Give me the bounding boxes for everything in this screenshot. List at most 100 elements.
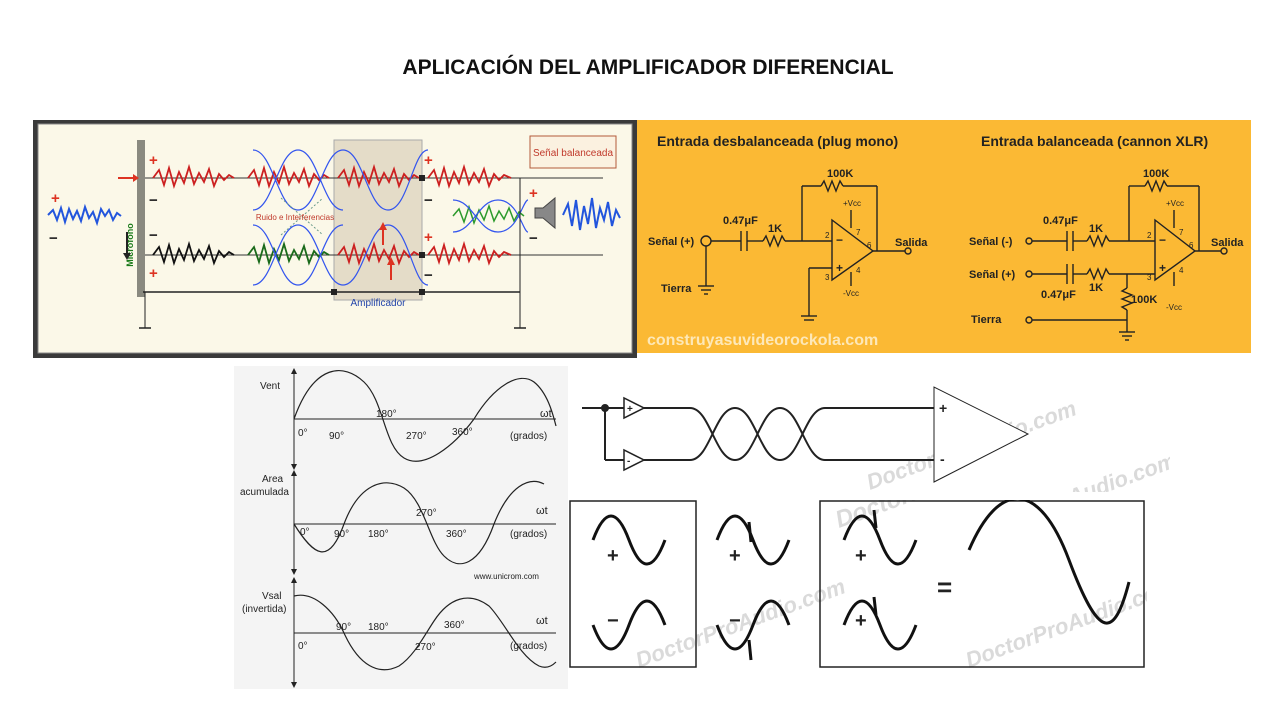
right-1k-top: 1K [1089,223,1103,235]
plot2-deg180: 180° [368,529,389,540]
mic-label: Micrófono [125,223,135,267]
plot2-deg90: 90° [334,529,349,540]
right-signal-minus: Señal (-) [969,236,1013,248]
right-100k-bottom: 100K [1131,294,1157,306]
credit-text: www.unicrom.com [473,572,539,581]
amp-label: Amplificador [350,298,406,309]
right-pin2: 2 [1147,231,1152,240]
wire-plus-4: + [424,229,433,246]
buffer-minus: - [627,456,630,467]
left-plus: + [836,261,843,275]
cancel-watermark-3: DoctorProAudio.com [962,574,1147,670]
amp-minus: - [940,451,945,467]
plot1-deg180: 180° [376,409,397,420]
plot3-deg360: 360° [444,620,465,631]
balanced-title: Entrada balanceada (cannon XLR) [981,133,1208,149]
left-output: Salida [895,237,928,249]
left-pin3: 3 [825,273,830,282]
right-pin7: 7 [1179,228,1184,237]
plot2-label-line2: acumulada [240,487,289,498]
right-cap-top: 0.47μF [1043,215,1078,227]
opamp-circuits-panel: Entrada desbalanceada (plug mono) Entrad… [637,120,1251,353]
buffer-plus: + [627,404,633,415]
left-pin7: 7 [856,228,861,237]
right-1k-bottom: 1K [1089,282,1103,294]
left-minus: − [836,233,843,247]
box2-plus: + [729,545,741,567]
right-output: Salida [1211,237,1244,249]
left-100k: 100K [827,168,853,180]
right-neg-vcc: -Vcc [1166,303,1182,312]
plot2-deg270: 270° [416,508,437,519]
input-plus: + [51,190,60,207]
balanced-circuit [1025,179,1228,341]
plot3-deg180: 180° [368,622,389,633]
left-pin2: 2 [825,231,830,240]
plot2-deg0: 0° [300,527,310,538]
plot1-axis: ωt [540,408,552,420]
noise-label: Ruido e Interferencias [256,213,334,222]
output-plus: + [529,185,538,202]
amp-plus: + [939,400,947,416]
right-pin4: 4 [1179,266,1184,275]
wire-minus-2: − [149,227,158,244]
twisted-pair-panel: DoctorProAudio.com DoctorProAudio.com + … [582,386,1170,492]
wire-plus-3: + [424,152,433,169]
right-100k-top: 100K [1143,168,1169,180]
plot2-units: (grados) [510,529,547,540]
right-pin3: 3 [1147,273,1152,282]
left-vcc: +Vcc [843,199,861,208]
noise-cancel-panel: DoctorProAudio.com DoctorProAudio.com Do… [569,500,1147,670]
plot2-deg360: 360° [446,529,467,540]
box2-minus: − [729,610,741,632]
right-cap-bottom: 0.47μF [1041,289,1076,301]
output-minus: − [529,230,538,247]
box3-plus-top: + [855,545,867,567]
circuit-watermark: construyasuvideorockola.com [647,332,878,349]
plot3-units: (grados) [510,641,547,652]
balanced-signal-panel: Señal balanceada Micrófono + − Ruido e I… [33,120,637,358]
balanced-legend: Señal balanceada [533,148,614,159]
twisted-watermark-2: DoctorProAudio.com [963,448,1170,492]
right-signal-plus: Señal (+) [969,269,1015,281]
box1-minus: − [607,610,619,632]
wire-minus-3: − [424,192,433,209]
left-pin6: 6 [867,241,872,250]
plot1-deg270: 270° [406,431,427,442]
right-minus: − [1159,233,1166,247]
box1-plus: + [607,545,619,567]
wire-minus-4: − [424,267,433,284]
plot1-deg0: 0° [298,428,308,439]
equals-sign: = [937,572,952,602]
plot3-label-line1: Vsal [262,591,281,602]
plot1-deg360: 360° [452,427,473,438]
page-title: APLICACIÓN DEL AMPLIFICADOR DIFERENCIAL [402,56,894,79]
left-neg-vcc: -Vcc [843,289,859,298]
plot2-axis: ωt [536,505,548,517]
left-cap: 0.47μF [723,215,758,227]
plot3-axis: ωt [536,615,548,627]
right-pin6: 6 [1189,241,1194,250]
left-1k: 1K [768,223,782,235]
box3-plus-bottom: + [855,610,867,632]
right-plus: + [1159,261,1166,275]
plot3-deg90: 90° [336,622,351,633]
plot3-label-line2: (invertida) [242,604,286,615]
input-minus: − [49,230,58,247]
plot2-label-line1: Area [262,474,284,485]
plot1-deg90: 90° [329,431,344,442]
waveforms-panel: Vent Area acumulada Vsal (invertida) ωt … [234,366,568,689]
plot3-deg0: 0° [298,641,308,652]
wire-plus-1: + [149,152,158,169]
left-pin4: 4 [856,266,861,275]
left-ground: Tierra [661,283,692,295]
plot1-label: Vent [260,381,280,392]
plot1-units: (grados) [510,431,547,442]
unbalanced-title: Entrada desbalanceada (plug mono) [657,133,898,149]
unbalanced-circuit [698,179,912,321]
right-vcc: +Vcc [1166,199,1184,208]
left-signal-plus: Señal (+) [648,236,694,248]
wire-plus-2: + [149,265,158,282]
wire-minus-1: − [149,192,158,209]
right-ground: Tierra [971,314,1002,326]
